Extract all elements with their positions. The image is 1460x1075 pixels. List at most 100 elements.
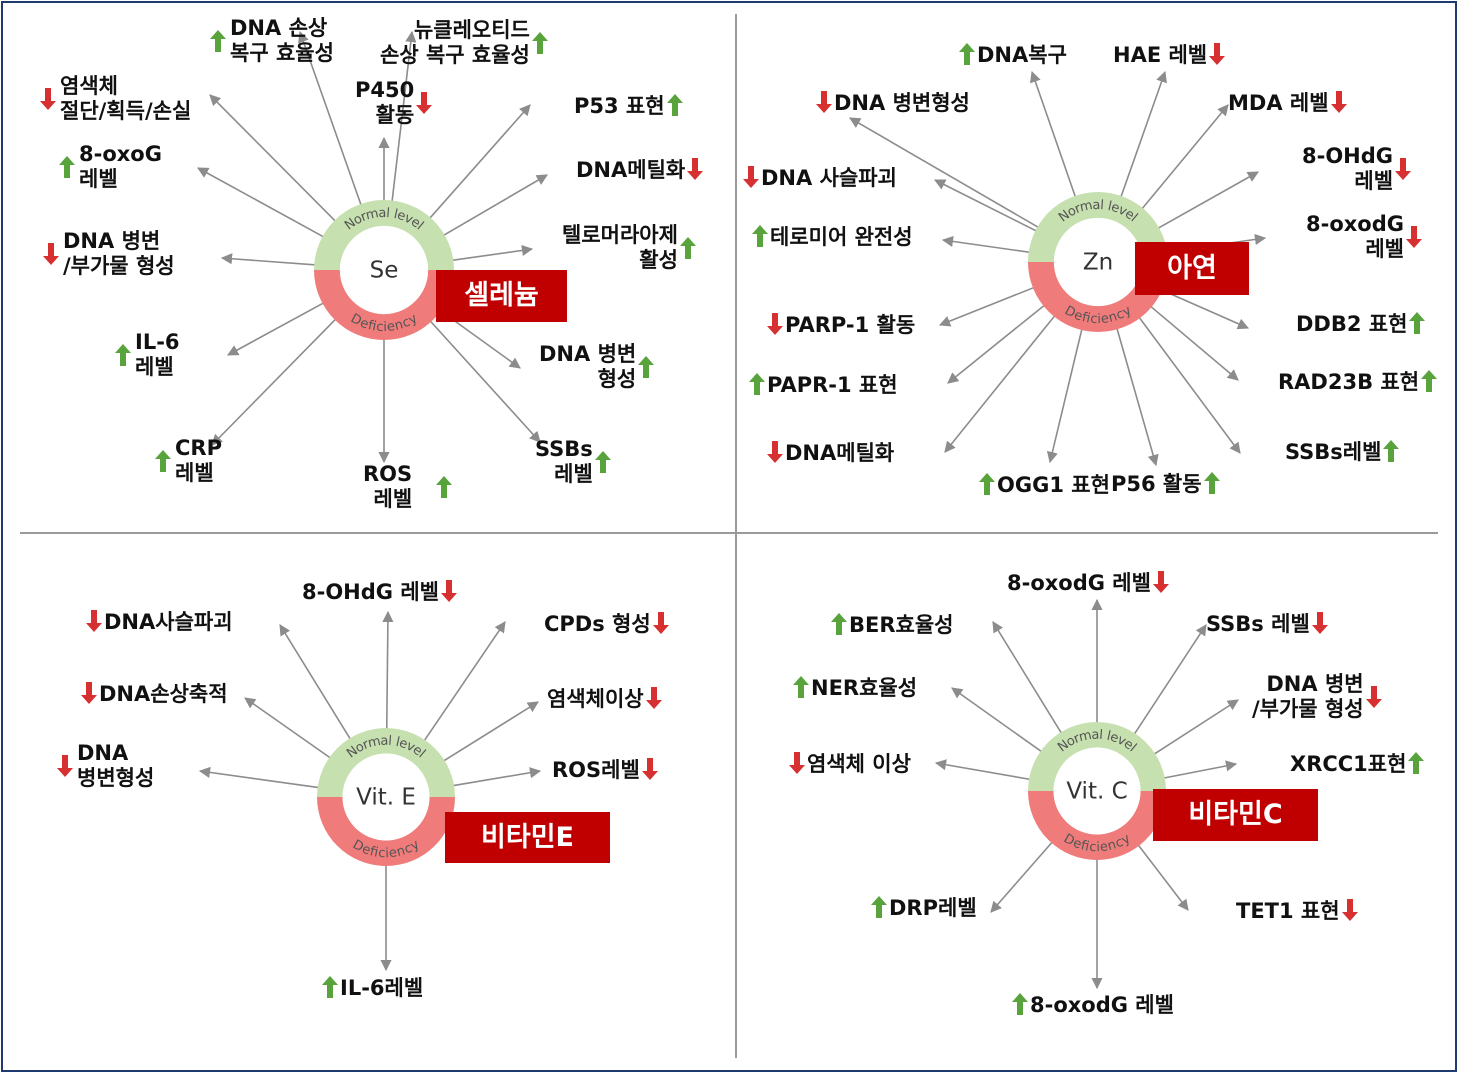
arrow-up-icon — [1409, 312, 1426, 334]
badge-selenium: 셀레늄 — [436, 270, 567, 322]
vitc-ray-tet1 — [1137, 843, 1189, 911]
arrow-down-icon — [1330, 91, 1347, 113]
arrow-down-icon — [1209, 43, 1226, 65]
se-ray-ssbs — [429, 319, 541, 443]
zn-label-parp1-activity: PARP-1 활동 — [765, 313, 915, 338]
zn-ray-dna-repair — [1030, 70, 1077, 199]
arrow-down-icon — [1152, 571, 1169, 593]
arrow-up-icon — [749, 373, 765, 395]
vite-ray-8-ohdg — [382, 610, 394, 731]
zn-deficiency-ring — [1028, 262, 1168, 332]
arrow-up-icon — [1421, 370, 1438, 392]
arrow-up-icon — [210, 30, 226, 52]
arrow-up-icon — [679, 237, 696, 259]
arrow-up-icon — [59, 156, 75, 178]
arrow-up-icon — [322, 976, 338, 998]
se-ray-telomerase — [451, 244, 534, 262]
arrow-up-icon — [115, 344, 131, 366]
label-text: DNA메틸화 — [785, 441, 895, 465]
zn-ray-papr1-expression — [947, 304, 1046, 384]
se-center-label: Se — [370, 258, 399, 284]
vite-label-ros: ROS레벨 — [552, 758, 660, 783]
vite-ray-chromosome-abnormal — [442, 701, 539, 763]
label-text: DNA손상축적 — [99, 682, 228, 706]
vite-ray-ros — [451, 767, 542, 787]
se-ray-dna-lesion — [220, 253, 317, 266]
label-text: IL-6레벨 — [340, 976, 424, 1000]
zn-label-dna-lesion: DNA 병변형성 — [814, 91, 970, 116]
zn-label-p56: P56 활동 — [1111, 472, 1222, 497]
label-text: RAD23B 표현 — [1278, 370, 1420, 394]
arrow-up-icon — [1203, 472, 1220, 494]
vitc-ray-drp — [990, 840, 1054, 913]
arrow-down-icon — [767, 441, 783, 463]
arrow-down-icon — [440, 580, 457, 602]
vite-deficiency-ring — [317, 797, 455, 866]
vitc-ray-ssbs — [1133, 624, 1207, 736]
zn-ray-ssbs — [1137, 316, 1241, 454]
arrow-up-icon — [1012, 993, 1028, 1015]
se-label-p53: P53 표현 — [574, 94, 685, 119]
zn-label-mda: MDA 레벨 — [1228, 91, 1349, 116]
vite-label-dna-strand-break: DNA사슬파괴 — [84, 610, 233, 635]
vite-ray-dna-strand-break — [279, 624, 352, 741]
zn-ray-p56 — [1115, 327, 1159, 467]
arrow-up-icon — [793, 676, 809, 698]
zn-normal-ring — [1028, 192, 1168, 262]
zn-ray-dna-methylation — [944, 314, 1056, 453]
zn-label-rad23b: RAD23B 표현 — [1278, 370, 1439, 395]
vite-label-dna-damage-accum: DNA손상축적 — [79, 682, 228, 707]
vite-label-il6: IL-6레벨 — [320, 976, 423, 1001]
label-text: 8-OHdG 레벨 — [302, 580, 439, 604]
arrow-down-icon — [816, 91, 832, 113]
label-text: ROS레벨 — [552, 758, 640, 782]
vitc-label-ner: NER효율성 — [791, 676, 917, 701]
vitc-ray-ner — [951, 687, 1043, 753]
label-text: DNA 병변/부가물 형성 — [63, 229, 175, 278]
arrow-up-icon — [531, 32, 548, 54]
label-text: 염색체이상 — [547, 687, 644, 711]
arrow-up-icon — [1383, 440, 1400, 462]
arrow-down-icon — [40, 88, 56, 110]
zn-ray-ddb2 — [1159, 288, 1250, 330]
zn-inner-circle — [1053, 217, 1143, 307]
arrow-down-icon — [416, 92, 433, 114]
label-text: NER효율성 — [811, 676, 918, 700]
vite-ray-dna-damage-accum — [244, 697, 332, 760]
label-text: DNA 병변형성 — [834, 91, 970, 115]
label-text: CPDs 형성 — [544, 612, 651, 636]
label-text: 염색체 이상 — [807, 752, 911, 776]
se-ray-nucleotide-repair — [391, 30, 417, 203]
vite-normal-ring — [317, 728, 455, 797]
label-text: MDA 레벨 — [1228, 91, 1329, 115]
arrow-down-icon — [789, 752, 805, 774]
zn-ray-telomere — [941, 235, 1031, 254]
vitc-ray-ber — [992, 621, 1063, 735]
arrow-down-icon — [81, 682, 97, 704]
zn-deficiency-text: Deficiency — [1062, 303, 1134, 327]
vitc-ray-dna-lesion — [1152, 699, 1239, 756]
arrow-down-icon — [1341, 899, 1358, 921]
arrow-down-icon — [687, 158, 704, 180]
vite-label-chromosome-abnormal: 염색체이상 — [547, 687, 664, 712]
zn-ray-ogg1 — [1046, 327, 1083, 464]
se-ray-crp — [211, 317, 337, 446]
se-ray-chromosome-break — [209, 94, 337, 223]
zn-label-ddb2: DDB2 표현 — [1296, 312, 1427, 337]
arrow-up-icon — [638, 356, 655, 378]
